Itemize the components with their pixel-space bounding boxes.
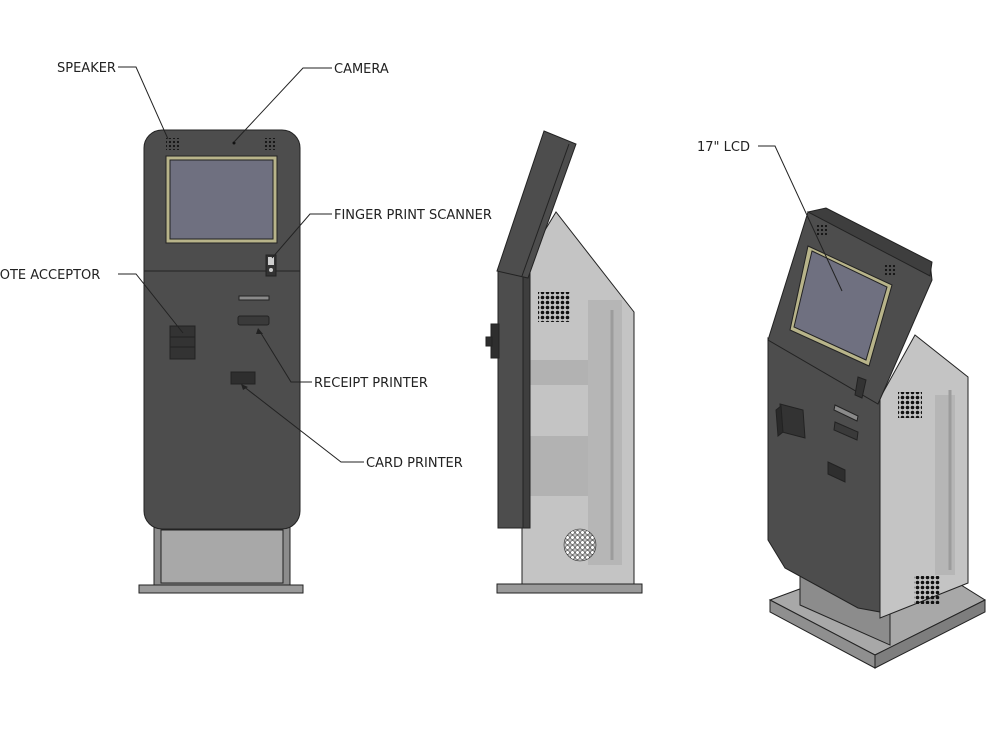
iso-slot-upper xyxy=(833,404,859,422)
camera-icon xyxy=(232,141,236,145)
front-slot-upper xyxy=(238,295,270,301)
callouts: SPEAKER CAMERA FINGER PRINT SCANNER NOTE… xyxy=(0,61,843,471)
side-speaker-top-icon xyxy=(538,292,570,322)
iso-speaker-bottom-icon xyxy=(914,576,940,604)
iso-receipt-slot xyxy=(833,421,859,441)
speaker-left-icon xyxy=(166,138,179,150)
iso-fingerprint-icon xyxy=(854,376,867,399)
card-printer-slot xyxy=(230,371,256,385)
front-base-plate xyxy=(138,584,304,594)
front-view xyxy=(138,129,304,594)
iso-head-top xyxy=(806,207,933,277)
fingerprint-scanner-icon xyxy=(265,254,277,277)
side-screen-head xyxy=(496,130,577,279)
front-screen xyxy=(169,159,274,240)
speaker-right-icon xyxy=(264,138,277,150)
side-speaker-bottom-icon xyxy=(563,528,597,562)
label-receipt-printer: RECEIPT PRINTER xyxy=(314,376,428,391)
iso-card-slot xyxy=(827,461,846,483)
side-base-plate xyxy=(496,583,643,594)
iso-speaker-left-icon xyxy=(815,225,827,237)
iso-screen xyxy=(793,250,888,361)
label-lcd: 17" LCD xyxy=(697,140,750,155)
label-fingerprint: FINGER PRINT SCANNER xyxy=(334,208,492,223)
note-acceptor-icon xyxy=(169,325,196,360)
front-stand-panel xyxy=(160,529,284,584)
receipt-printer-slot xyxy=(237,315,270,326)
label-speaker: SPEAKER xyxy=(57,61,116,76)
iso-note-acceptor-icon xyxy=(779,403,806,439)
iso-base-right xyxy=(874,599,986,669)
iso-view xyxy=(767,207,987,669)
iso-speaker-right-icon xyxy=(884,265,896,277)
side-view xyxy=(485,130,643,594)
iso-speaker-top-icon xyxy=(898,392,922,418)
label-note-acceptor: NOTE ACCEPTOR xyxy=(0,268,100,283)
iso-front-body xyxy=(767,337,881,613)
label-camera: CAMERA xyxy=(334,62,389,77)
label-card-printer: CARD PRINTER xyxy=(366,456,463,471)
